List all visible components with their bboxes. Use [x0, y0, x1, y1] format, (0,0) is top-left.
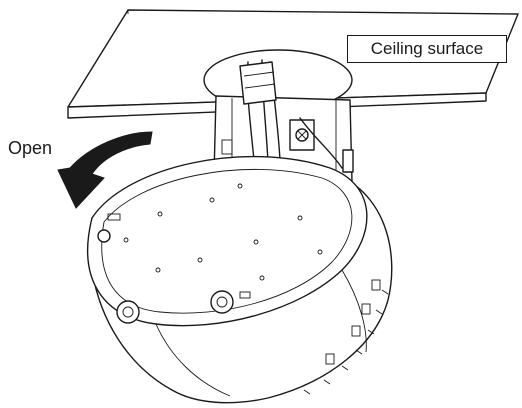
- open-label: Open: [8, 138, 53, 158]
- ceiling-surface-label: Ceiling surface: [370, 39, 484, 58]
- ceiling-surface-callout: Ceiling surface: [347, 35, 507, 63]
- base-plate-features: [97, 183, 323, 324]
- curved-arrow-down-icon: [57, 131, 153, 209]
- cable-bundle: [239, 59, 343, 169]
- camera-body: [87, 155, 393, 404]
